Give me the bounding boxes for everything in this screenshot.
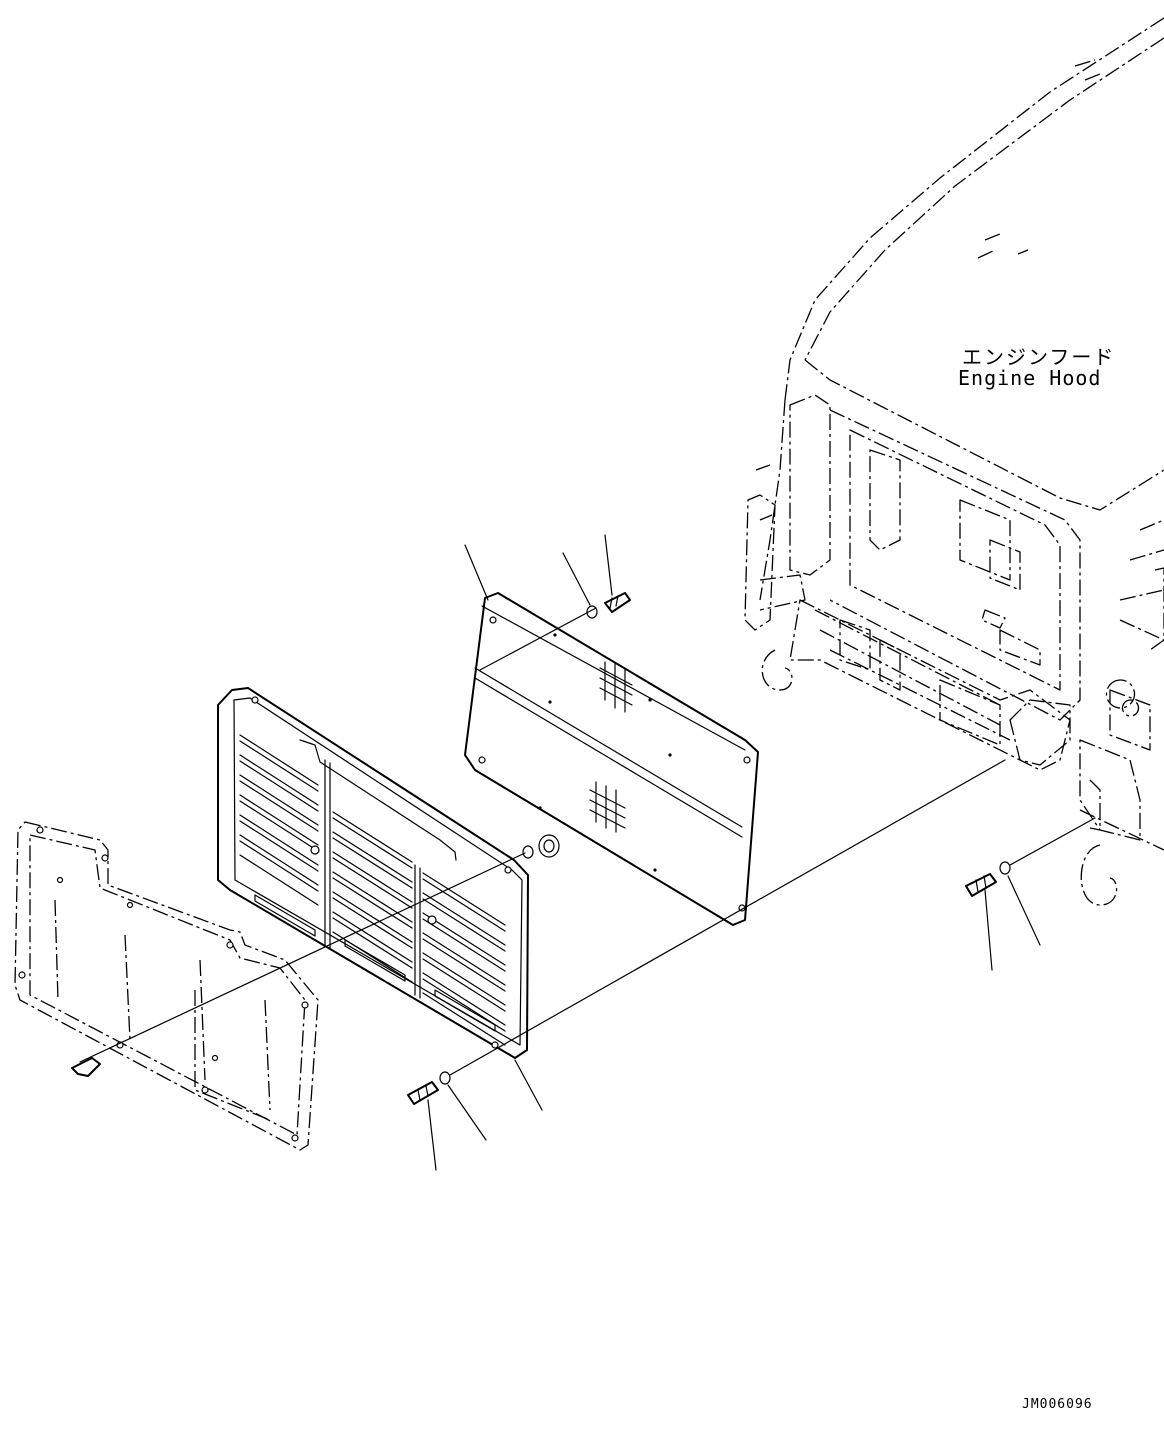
front-grille [217,687,529,1059]
cover-panel-phantom [14,821,319,1151]
screen-panel [464,592,759,926]
leader-lines [427,534,1041,1171]
alignment-lines [79,607,1096,1076]
engine-hood-label-english: Engine Hood [958,366,1102,390]
fasteners [71,592,1011,1105]
engine-hood-label-japanese: エンジンフード [962,345,1116,369]
engine-hood-phantom [744,17,1164,906]
drawing-number: JM006096 [1022,1397,1093,1412]
